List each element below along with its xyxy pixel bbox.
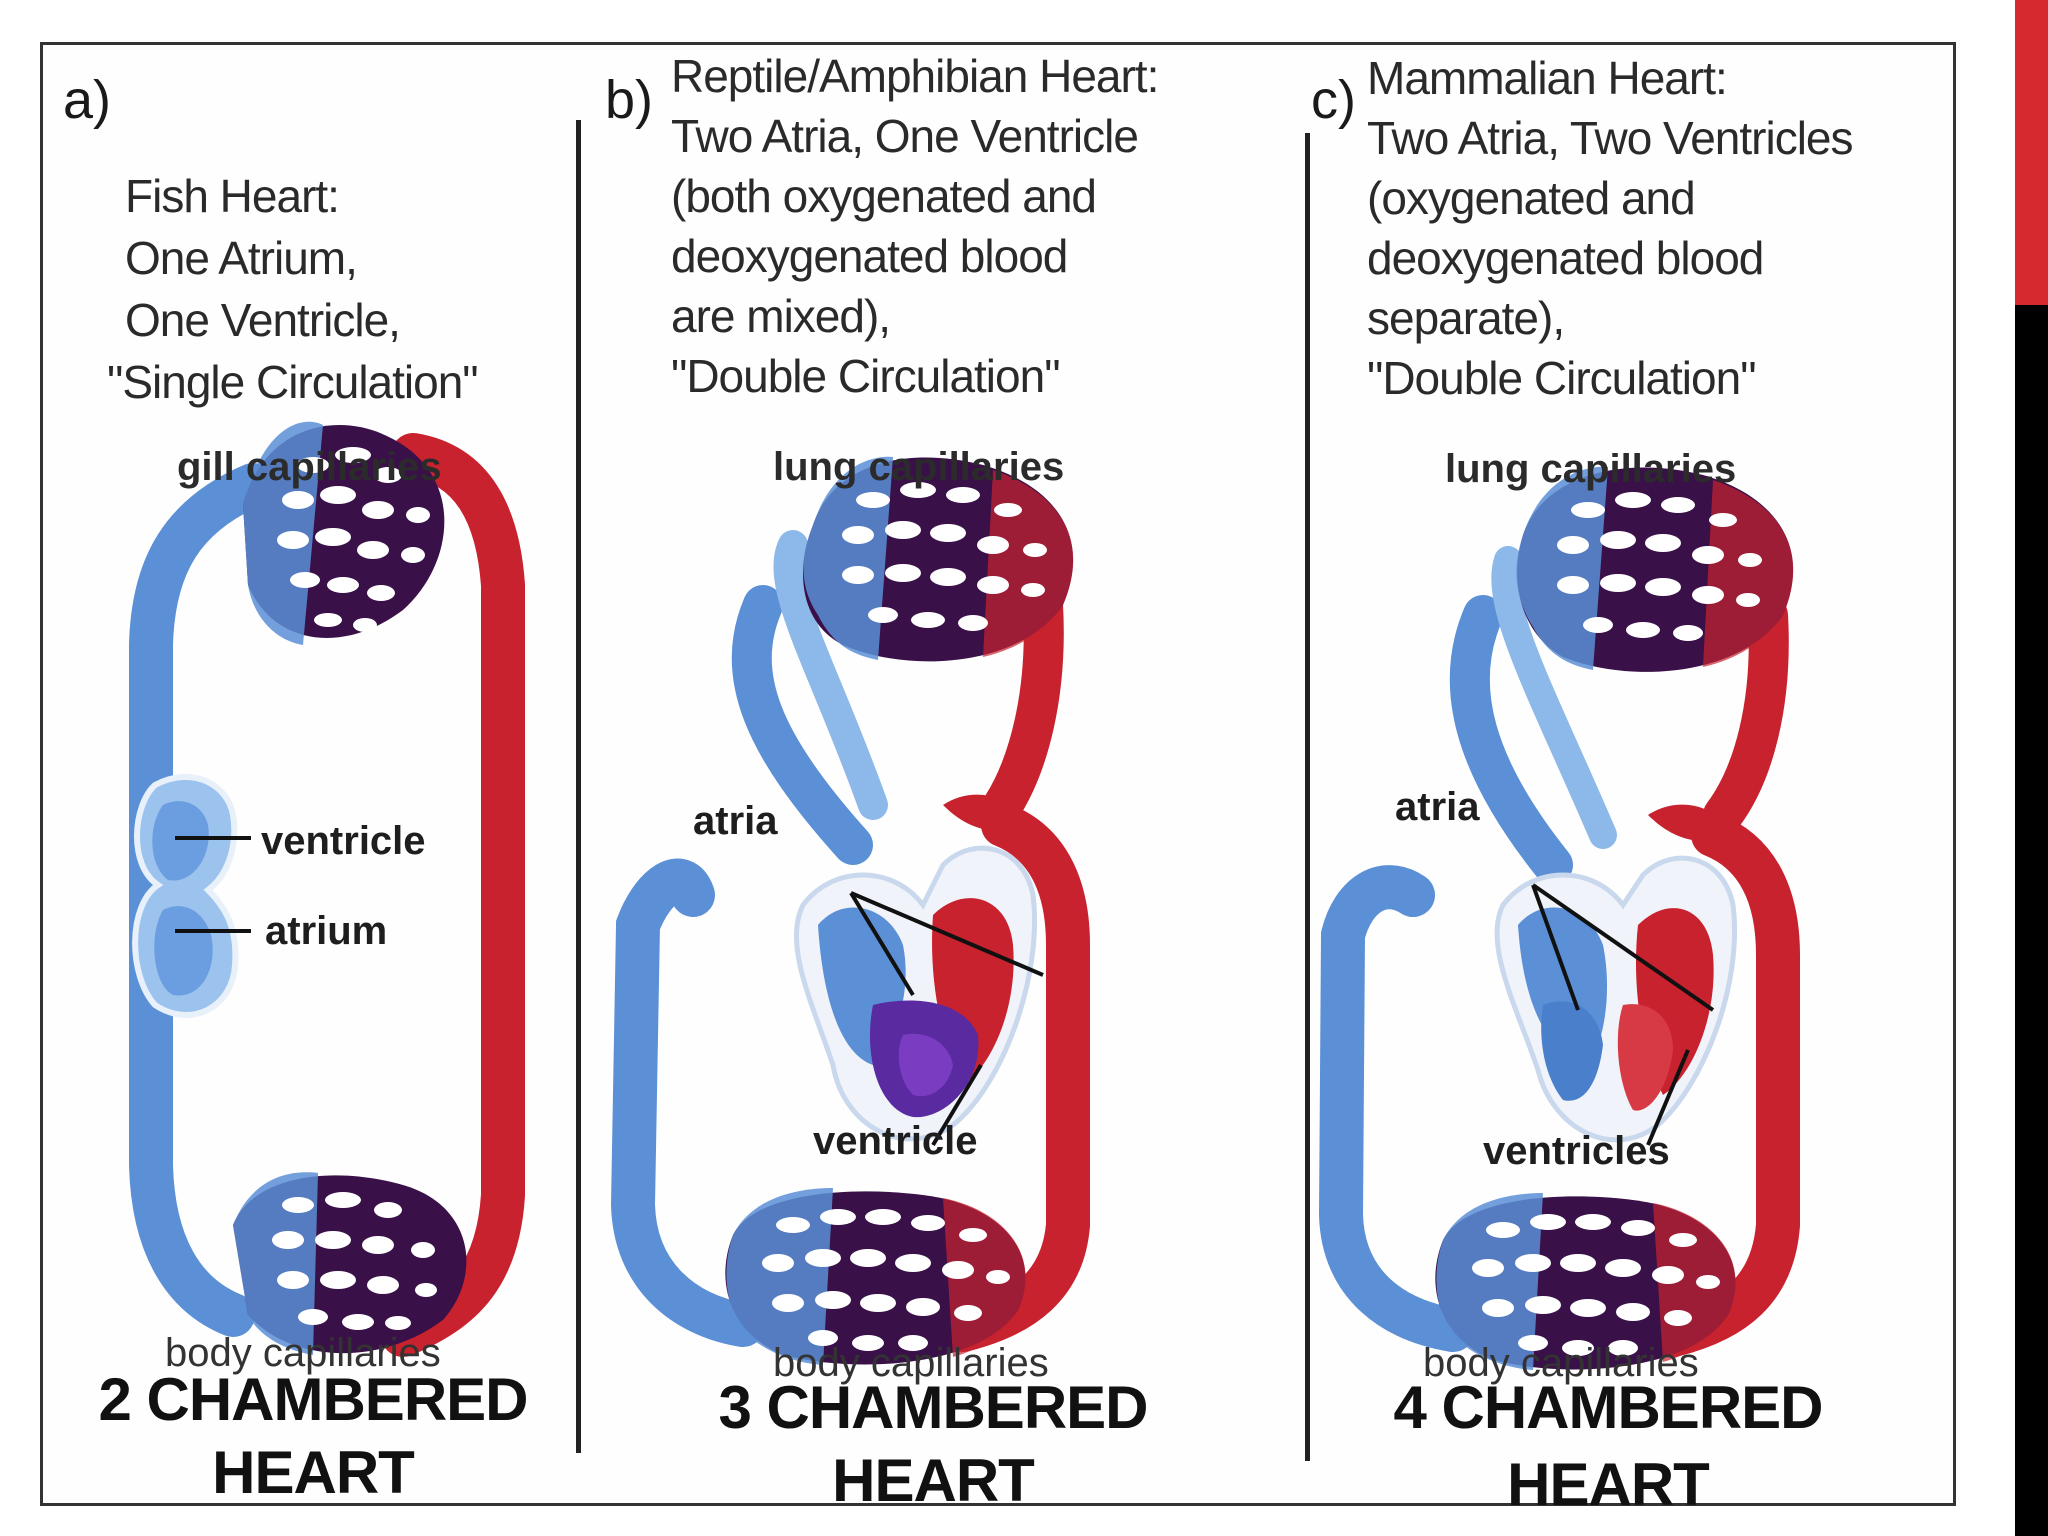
body-capillary-bed-b — [725, 1188, 1026, 1365]
pulmonary-artery — [1449, 595, 1573, 885]
pulmonary-vein — [1703, 595, 1789, 835]
panel-b-caption-line: "Double Circulation" — [671, 350, 1061, 402]
reptile-heart — [793, 794, 1038, 1142]
panel-letter-b: b) — [605, 70, 654, 130]
atria-leader-line — [1531, 883, 1715, 1012]
panel-a-caption-line: One Atrium, — [125, 232, 358, 284]
atrium-label: atrium — [265, 909, 388, 953]
deoxygenated-vessel — [610, 858, 765, 1347]
heart-comparison-figure: a) Fish Heart: One Atrium, One Ventricle… — [40, 42, 1956, 1515]
atria-leader-line — [850, 891, 1044, 977]
panel-b-title-line: 3 CHAMBERED — [718, 1374, 1148, 1441]
panel-a-title-line: 2 CHAMBERED — [98, 1366, 528, 1433]
panel-b-caption-line: are mixed), — [671, 290, 891, 342]
mammal-heart — [1494, 804, 1737, 1143]
panel-c-caption-line: "Double Circulation" — [1367, 352, 1757, 404]
lung-capillaries-label: lung capillaries — [773, 445, 1065, 489]
panel-c-title-line: 4 CHAMBERED — [1393, 1374, 1823, 1441]
atria-leader-line — [849, 891, 915, 997]
panel-a-title-line: HEART — [212, 1439, 415, 1506]
body-capillaries-label: body capillaries — [165, 1331, 441, 1375]
atria-label: atria — [693, 799, 778, 843]
panel-b-title-line: HEART — [832, 1447, 1035, 1514]
gill-capillaries-label: gill capillaries — [177, 445, 442, 489]
panel-b-caption-line: (both oxygenated and — [671, 170, 1097, 222]
panel-a-caption-line: One Ventricle, — [125, 294, 401, 346]
panel-c-caption-line: Mammalian Heart: — [1367, 52, 1728, 104]
deoxygenated-vessel — [1318, 865, 1475, 1352]
accent-bar-red — [2015, 0, 2048, 305]
panel-letter-c: c) — [1311, 70, 1356, 130]
fish-heart-circulation-diagram — [129, 421, 525, 1357]
accent-bar-black — [2015, 305, 2048, 1536]
lung-capillaries-label: lung capillaries — [1445, 447, 1737, 491]
pulmonary-artery — [731, 585, 873, 865]
panel-divider — [1305, 133, 1310, 1461]
body-capillary-bed-c — [1435, 1193, 1736, 1370]
ventricles-leader-line — [1646, 1049, 1690, 1146]
body-capillaries-label: body capillaries — [1423, 1341, 1699, 1385]
ventricles-label: ventricles — [1483, 1129, 1670, 1173]
lung-capillary-bed-b — [803, 456, 1074, 662]
reptile-heart-circulation-diagram — [610, 456, 1090, 1365]
deoxygenated-vessel — [129, 463, 275, 1337]
ventricle-label: ventricle — [813, 1119, 978, 1163]
panel-c-title-line: HEART — [1507, 1451, 1710, 1518]
mammal-heart-circulation-diagram — [1318, 466, 1800, 1370]
panel-b-caption-line: Reptile/Amphibian Heart: — [671, 50, 1159, 102]
atria-label: atria — [1395, 785, 1480, 829]
gill-capillary-bed — [243, 421, 445, 645]
panel-divider — [576, 120, 581, 1453]
panel-a-caption-line: Fish Heart: — [125, 170, 340, 222]
pulmonary-vein — [983, 585, 1064, 825]
panel-c-caption-line: Two Atria, Two Ventricles — [1367, 112, 1853, 164]
panel-c-caption-line: separate), — [1367, 292, 1565, 344]
body-capillary-bed-a — [233, 1172, 467, 1355]
atria-leader-line — [1531, 884, 1580, 1011]
panel-c-caption-line: (oxygenated and — [1367, 172, 1696, 224]
ventricle-label: ventricle — [261, 819, 426, 863]
panel-b-caption-line: deoxygenated blood — [671, 230, 1068, 282]
panel-b-caption-line: Two Atria, One Ventricle — [671, 110, 1139, 162]
panel-a-caption-line: "Single Circulation" — [107, 356, 479, 408]
lung-capillary-bed-c — [1516, 466, 1794, 672]
body-capillaries-label: body capillaries — [773, 1341, 1049, 1385]
panel-letter-a: a) — [63, 70, 112, 130]
panel-c-caption-line: deoxygenated blood — [1367, 232, 1764, 284]
ventricle-leader-line — [931, 1063, 983, 1147]
